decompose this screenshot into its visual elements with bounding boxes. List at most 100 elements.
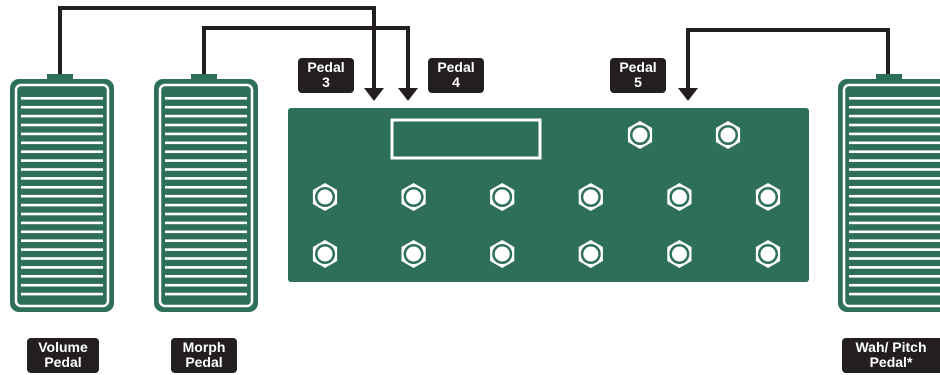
treadle-line (21, 248, 103, 251)
treadle-line (165, 230, 247, 234)
treadle-line (849, 239, 940, 242)
treadle-line (21, 203, 103, 207)
treadle-line (849, 203, 940, 207)
treadle-line (165, 283, 247, 287)
treadle-line (165, 212, 247, 216)
footswitch (755, 183, 781, 211)
treadle-line (849, 186, 940, 189)
wah-pitch-expression-pedal (838, 74, 940, 312)
treadle-line (849, 177, 940, 180)
treadle-line (849, 257, 940, 260)
arrow-down-icon (398, 88, 418, 101)
pedal-treadle-lines (21, 97, 103, 296)
treadle-line (165, 168, 247, 171)
footswitches (312, 121, 781, 268)
treadle-line (165, 248, 247, 251)
volume-pedal-cable (58, 6, 376, 90)
treadle-line (849, 97, 940, 100)
footswitch (578, 183, 603, 211)
treadle-line (849, 105, 940, 109)
treadle-line (165, 194, 247, 198)
treadle-line (21, 177, 103, 180)
footswitch (312, 240, 338, 268)
treadle-line (165, 186, 247, 189)
treadle-line (21, 97, 103, 100)
footswitch (667, 240, 692, 268)
treadle-line (849, 292, 940, 296)
treadle-line (21, 159, 103, 162)
treadle-line (165, 141, 247, 145)
morph-pedal-cable (202, 26, 410, 90)
arrow-down-icon (678, 88, 698, 101)
treadle-line (21, 105, 103, 109)
footswitch (627, 121, 653, 149)
treadle-line (21, 114, 103, 118)
treadle-line (21, 150, 103, 153)
treadle-line (21, 123, 103, 127)
treadle-line (849, 230, 940, 234)
footswitch (490, 183, 515, 211)
treadle-line (849, 123, 940, 127)
treadle-line (165, 132, 247, 136)
treadle-line (165, 114, 247, 118)
footswitch (401, 240, 426, 268)
treadle-line (849, 248, 940, 251)
treadle-line (21, 275, 103, 278)
treadle-line (165, 239, 247, 242)
footswitch (312, 183, 338, 211)
treadle-line (849, 266, 940, 269)
treadle-line (21, 132, 103, 136)
treadle-line (165, 203, 247, 207)
treadle-line (849, 168, 940, 171)
treadle-line (165, 275, 247, 278)
pedal-treadle-lines (849, 97, 940, 296)
pedal-treadle-lines (165, 97, 247, 296)
treadle-line (165, 150, 247, 153)
footswitch (715, 121, 741, 149)
wah-pitch-pedal-cable (686, 28, 890, 90)
foot-controller (288, 108, 809, 282)
footswitch (755, 240, 781, 268)
treadle-line (21, 212, 103, 216)
arrow-down-icon (364, 88, 384, 101)
cables (58, 6, 890, 90)
treadle-line (21, 283, 103, 287)
footswitch (578, 240, 603, 268)
treadle-line (21, 194, 103, 198)
footswitch (667, 183, 692, 211)
treadle-line (849, 194, 940, 198)
treadle-line (849, 132, 940, 136)
lcd-display (390, 118, 542, 160)
treadle-line (849, 221, 940, 225)
treadle-line (165, 266, 247, 269)
treadle-line (21, 168, 103, 171)
treadle-line (21, 239, 103, 242)
treadle-line (21, 292, 103, 296)
treadle-line (849, 114, 940, 118)
treadle-line (165, 221, 247, 225)
treadle-line (21, 230, 103, 234)
treadle-line (849, 283, 940, 287)
treadle-line (21, 141, 103, 145)
treadle-line (849, 150, 940, 153)
treadle-line (849, 212, 940, 216)
treadle-line (165, 123, 247, 127)
morph-expression-pedal (154, 74, 258, 312)
treadle-line (21, 221, 103, 225)
treadle-line (165, 177, 247, 180)
treadle-line (21, 186, 103, 189)
treadle-line (21, 257, 103, 260)
footswitch (401, 183, 426, 211)
treadle-line (849, 275, 940, 278)
treadle-line (165, 97, 247, 100)
treadle-line (21, 266, 103, 269)
volume-expression-pedal (10, 74, 114, 312)
footswitch (490, 240, 515, 268)
